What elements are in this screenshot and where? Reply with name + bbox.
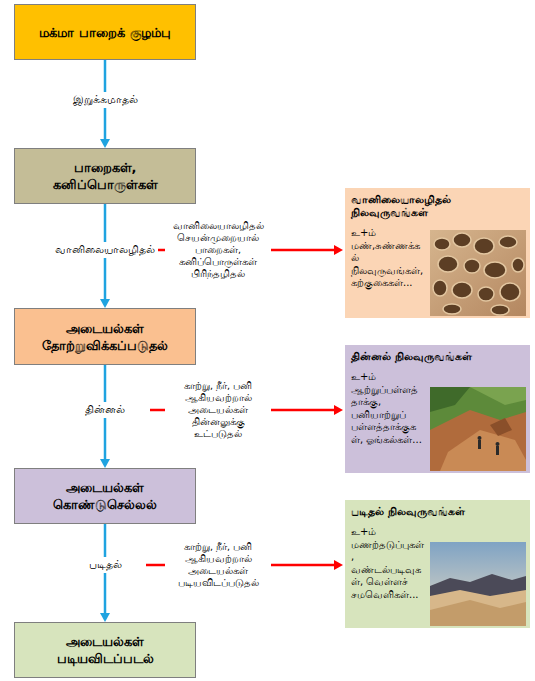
- process-box: மக்மா பாறைக் குழம்பு: [14, 4, 196, 60]
- arrow-head: [334, 560, 343, 570]
- box-title: தின்னல் நிலவுருவங்கள்: [351, 350, 524, 363]
- process-note: வானிலையாலழிதல் செயன்முறையால் பாறைகள், கன…: [166, 220, 270, 280]
- desert-dunes-photo: [430, 542, 526, 626]
- arrow-head: [334, 405, 343, 415]
- red-leader-arrow: [157, 245, 343, 255]
- arrow-head: [100, 299, 110, 308]
- leader-line: [271, 409, 336, 412]
- leader-line: [271, 249, 336, 252]
- eroded-soil: [490, 418, 512, 436]
- rock-holes: [433, 233, 524, 315]
- dunes: [430, 590, 526, 626]
- box-title: பாறைகள், கனிப்பொருள்கள்: [23, 159, 187, 193]
- leader-line: [271, 564, 336, 567]
- vegetation: [470, 387, 526, 405]
- vegetation: [430, 387, 470, 412]
- valley-erosion-photo: [430, 387, 526, 471]
- leader-line: [150, 409, 165, 412]
- eroded-soil: [430, 410, 526, 471]
- box-title: அடையல்கள் படியவிடப்படல்: [23, 633, 187, 667]
- process-label: வானிலையாலழிதல்: [52, 242, 158, 258]
- photo-ground: [430, 230, 526, 316]
- process-label: இறுக்கமாதல்: [70, 92, 141, 108]
- box-title: அடையல்கள் தோற்றுவிக்கப்படுதல்: [23, 320, 187, 354]
- process-note: காற்று, நீர், பனி ஆகியவற்றால் அடையல்கள் …: [166, 380, 270, 440]
- eroded-soil: [440, 430, 526, 471]
- box-title: அடையல்கள் கொண்டுசெல்லல்: [23, 479, 187, 513]
- arrow-head: [100, 459, 110, 468]
- box-title: மக்மா பாறைக் குழம்பு: [39, 24, 170, 41]
- process-box: அடையல்கள் தோற்றுவிக்கப்படுதல்: [14, 308, 196, 365]
- box-body: உ+ம் ஆற்றுப்பள்ளத்தாக்கு, பனியாற்றுப் பள…: [351, 371, 424, 446]
- honeycomb-rock-photo: [430, 230, 526, 316]
- process-box: அடையல்கள் படியவிடப்படல்: [14, 622, 196, 678]
- process-box: அடையல்கள் கொண்டுசெல்லல்: [14, 468, 196, 524]
- leader-line: [157, 249, 165, 252]
- process-box: பாறைகள், கனிப்பொருள்கள்: [14, 148, 196, 204]
- people: [478, 436, 500, 455]
- box-body: உ+ம் மண்,சுண்ணக்கல் நிலவுருவங்கள், கற்கு…: [351, 227, 424, 290]
- photo-ground: [430, 387, 526, 471]
- box-body: உ+ம் மணற்தடுப்புகள், வண்டல்படிவுகள், வெள…: [351, 526, 424, 601]
- arrow-head: [100, 139, 110, 148]
- box-title: வானிலையாலழிதல் நிலவுருவங்கள்: [351, 193, 524, 219]
- photo-sky: [430, 542, 526, 626]
- dunes: [430, 600, 526, 626]
- flow-connector: [100, 524, 110, 622]
- process-label: தின்னல்: [82, 402, 128, 418]
- process-note: காற்று, நீர், பனி ஆகியவற்றால் அடையல்கள் …: [166, 541, 270, 589]
- box-title: படிதல் நிலவுருவங்கள்: [351, 505, 524, 518]
- arrow-head: [334, 245, 343, 255]
- process-label: படிதல்: [86, 557, 125, 573]
- arrow-head: [100, 613, 110, 622]
- leader-line: [146, 564, 165, 567]
